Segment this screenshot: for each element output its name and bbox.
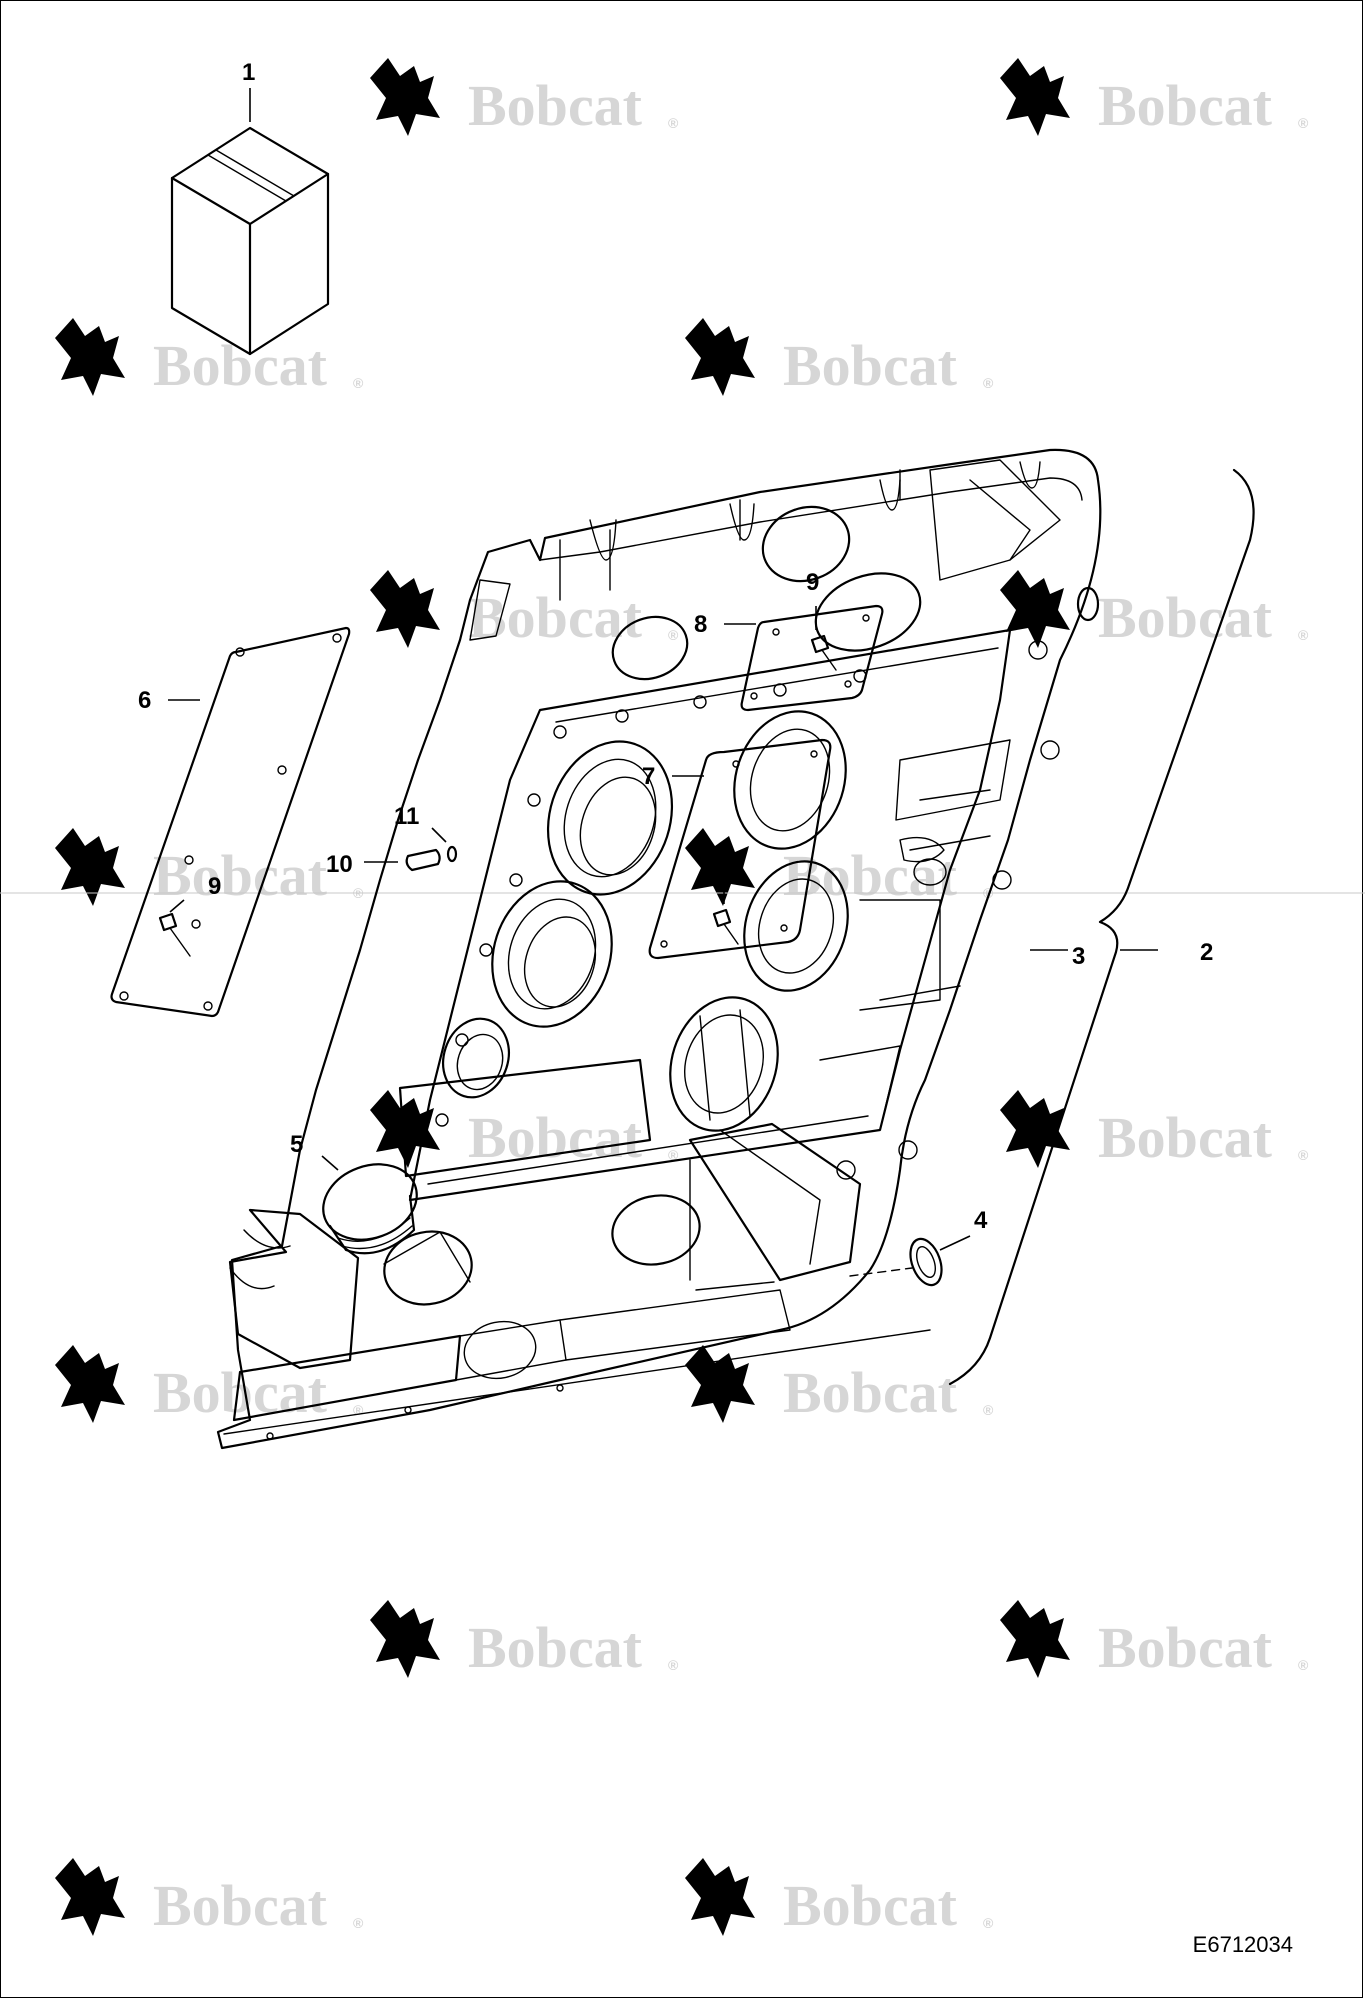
watermark-4: Bobcat ® — [685, 318, 994, 398]
callout-layer: 1 2 3 4 5 6 7 8 9 9 9 10 11 — [138, 59, 1213, 1234]
bobcat-head-logo-icon — [1000, 1090, 1070, 1168]
watermark-11: Bobcat ® — [55, 1345, 364, 1425]
part-cover-plate-left — [110, 626, 351, 1018]
watermark-8: Bobcat ® — [685, 828, 994, 908]
part-cover-plate-center — [648, 738, 832, 960]
watermark-5: Bobcat ® — [370, 570, 679, 650]
part-large-plug — [321, 1155, 418, 1255]
watermark-text: Bobcat — [468, 585, 643, 650]
watermark-text: Bobcat — [1098, 1105, 1273, 1170]
housing-bore-5 — [743, 860, 849, 992]
watermark-registered: ® — [668, 627, 679, 643]
watermark-text: Bobcat — [783, 333, 958, 398]
part-housing — [216, 448, 1255, 1450]
bobcat-head-logo-icon — [1000, 1600, 1070, 1678]
watermark-registered: ® — [668, 1657, 679, 1673]
watermark-text: Bobcat — [1098, 73, 1273, 138]
callout-2: 2 — [1200, 939, 1213, 966]
bobcat-head-logo-icon — [370, 570, 440, 648]
watermark-text: Bobcat — [468, 73, 643, 138]
bobcat-head-logo-icon — [1000, 570, 1070, 648]
watermark-text: Bobcat — [1098, 1615, 1273, 1680]
watermark-registered: ® — [983, 375, 994, 391]
watermark-registered: ® — [353, 375, 364, 391]
bobcat-head-logo-icon — [370, 58, 440, 136]
callout-10: 10 — [326, 851, 353, 878]
callout-5: 5 — [290, 1131, 303, 1158]
callout-9-center: 9 — [716, 845, 729, 872]
watermark-text: Bobcat — [468, 1105, 643, 1170]
bobcat-head-logo-icon — [685, 318, 755, 396]
bobcat-head-logo-icon — [55, 1858, 125, 1936]
watermark-registered: ® — [668, 115, 679, 131]
watermark-registered: ® — [668, 1147, 679, 1163]
callout-4: 4 — [974, 1207, 988, 1234]
watermark-text: Bobcat — [1098, 585, 1273, 650]
callout-1: 1 — [242, 59, 255, 86]
watermark-9: Bobcat ® — [370, 1090, 679, 1170]
callout-8: 8 — [694, 611, 707, 638]
watermark-registered: ® — [1298, 1147, 1309, 1163]
housing-bore-3 — [442, 1017, 510, 1099]
watermark-13: Bobcat ® — [370, 1600, 679, 1680]
callout-11: 11 — [394, 803, 419, 830]
watermark-text: Bobcat — [783, 1360, 958, 1425]
watermark-registered: ® — [1298, 115, 1309, 131]
watermark-16: Bobcat ® — [685, 1858, 994, 1938]
watermark-registered: ® — [353, 1915, 364, 1931]
watermark-2: Bobcat ® — [1000, 58, 1309, 138]
bobcat-head-logo-icon — [55, 828, 125, 906]
watermark-layer: Bobcat ® Bobcat ® Bobcat ® Bobcat ® Bobc… — [55, 58, 1309, 1938]
callout-9-left: 9 — [208, 873, 221, 900]
callout-3: 3 — [1072, 943, 1085, 970]
watermark-14: Bobcat ® — [1000, 1600, 1309, 1680]
watermark-7: Bobcat ® — [55, 828, 364, 908]
watermark-text: Bobcat — [783, 1873, 958, 1938]
watermark-6: Bobcat ® — [1000, 570, 1309, 650]
watermark-registered: ® — [1298, 627, 1309, 643]
watermark-text: Bobcat — [153, 333, 328, 398]
watermark-text: Bobcat — [153, 843, 328, 908]
watermark-registered: ® — [983, 1402, 994, 1418]
watermark-10: Bobcat ® — [1000, 1090, 1309, 1170]
watermark-1: Bobcat ® — [370, 58, 679, 138]
housing-bore-6 — [669, 996, 779, 1132]
watermark-registered: ® — [353, 1402, 364, 1418]
part-cover-plate-top — [724, 604, 884, 712]
callout-9-top: 9 — [806, 569, 819, 596]
bobcat-head-logo-icon — [685, 1858, 755, 1936]
bobcat-head-logo-icon — [370, 1600, 440, 1678]
watermark-12: Bobcat ® — [685, 1345, 994, 1425]
watermark-3: Bobcat ® — [55, 318, 364, 398]
housing-bore-2 — [491, 880, 613, 1028]
bobcat-head-logo-icon — [55, 1345, 125, 1423]
part-kit-box — [170, 88, 330, 356]
watermark-registered: ® — [1298, 1657, 1309, 1673]
housing-bore-4 — [733, 710, 847, 850]
callout-6: 6 — [138, 687, 151, 714]
drawing-code: E6712034 — [1192, 1932, 1293, 1957]
watermark-15: Bobcat ® — [55, 1858, 364, 1938]
bobcat-head-logo-icon — [1000, 58, 1070, 136]
bobcat-head-logo-icon — [55, 318, 125, 396]
watermark-registered: ® — [983, 1915, 994, 1931]
part-plug-and-seal — [364, 827, 458, 872]
callout-7: 7 — [642, 763, 655, 790]
housing-bore-1 — [546, 740, 674, 896]
watermark-text: Bobcat — [153, 1873, 328, 1938]
watermark-text: Bobcat — [468, 1615, 643, 1680]
